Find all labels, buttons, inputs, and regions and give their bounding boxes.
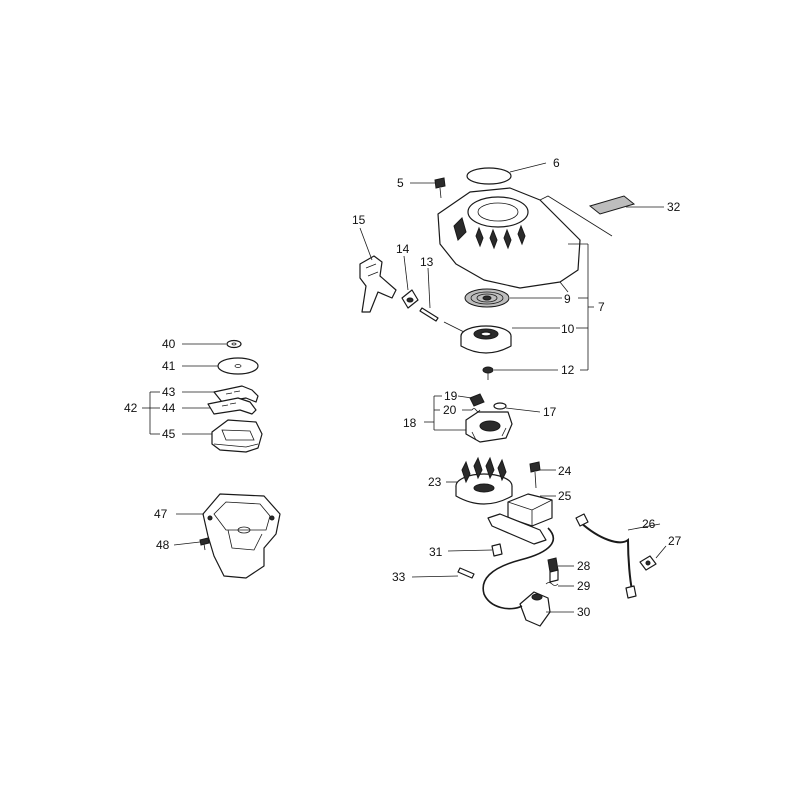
part-9-recoil-spring — [464, 288, 510, 308]
part-23-flywheel — [455, 456, 513, 505]
callout-25: 25 — [558, 489, 572, 503]
callout-45: 45 — [162, 427, 176, 441]
part-17-washer — [493, 402, 507, 410]
callout-42: 42 — [124, 401, 138, 415]
callout-27: 27 — [668, 534, 682, 548]
callout-17: 17 — [543, 405, 557, 419]
part-41-filter-plate — [217, 357, 259, 375]
part-28-spark-plug — [547, 557, 559, 583]
callout-18: 18 — [403, 416, 417, 430]
callout-5: 5 — [397, 176, 404, 190]
part-26-lead-wire — [575, 513, 637, 599]
starter-housing — [437, 187, 613, 293]
part-32-label — [588, 195, 636, 215]
starter-pulley — [465, 411, 513, 443]
callout-40: 40 — [162, 337, 176, 351]
part-13-pin — [419, 307, 439, 322]
part-20-spring — [471, 408, 481, 412]
part-45-filter-cover — [211, 419, 263, 453]
callout-6: 6 — [553, 156, 560, 170]
high-tension-cord — [482, 527, 554, 610]
callout-12: 12 — [561, 363, 575, 377]
part-5-screw — [434, 177, 446, 199]
part-30-plug-cap — [519, 591, 551, 627]
callout-24: 24 — [558, 464, 572, 478]
part-27-nut — [639, 555, 657, 571]
part-33-pin — [457, 567, 475, 579]
part-47-air-cleaner-case — [202, 493, 281, 579]
part-31-clip — [491, 543, 503, 557]
callout-23: 23 — [428, 475, 442, 489]
part-15-starter-handle — [359, 255, 397, 313]
part-12-screw — [482, 366, 494, 380]
callout-48: 48 — [156, 538, 170, 552]
leader-lines — [142, 162, 667, 613]
part-6-gasket — [466, 167, 512, 185]
callout-7: 7 — [598, 300, 605, 314]
callout-15: 15 — [352, 213, 366, 227]
part-44-filter-half — [207, 397, 257, 415]
part-24-bolt — [529, 461, 541, 489]
callout-13: 13 — [420, 255, 434, 269]
callout-10: 10 — [561, 322, 575, 336]
part-40-washer — [226, 339, 242, 349]
callout-47: 47 — [154, 507, 168, 521]
callout-30: 30 — [577, 605, 591, 619]
callout-31: 31 — [429, 545, 443, 559]
part-48-bolt — [199, 537, 210, 551]
part-25-ignition-coil — [487, 493, 553, 545]
callout-labels: 5 6 7 9 10 12 13 14 15 17 18 19 20 23 24… — [124, 156, 682, 619]
callout-26: 26 — [642, 517, 656, 531]
callout-9: 9 — [564, 292, 571, 306]
callout-29: 29 — [577, 579, 591, 593]
part-19-pawl — [469, 393, 485, 407]
callout-19: 19 — [444, 389, 458, 403]
part-29-spring — [545, 582, 559, 586]
part-14-grommet — [401, 289, 419, 309]
callout-14: 14 — [396, 242, 410, 256]
part-10-reel — [443, 321, 512, 354]
callout-33: 33 — [392, 570, 406, 584]
callout-20: 20 — [443, 403, 457, 417]
callout-28: 28 — [577, 559, 591, 573]
callout-43: 43 — [162, 385, 176, 399]
callout-41: 41 — [162, 359, 176, 373]
callout-44: 44 — [162, 401, 176, 415]
callout-32: 32 — [667, 200, 681, 214]
